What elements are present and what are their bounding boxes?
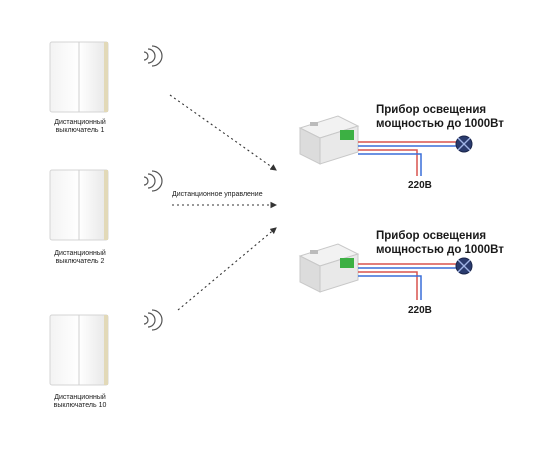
lamp-icon (455, 257, 473, 275)
lamp-icon (455, 135, 473, 153)
load-1-title-line2: мощностью до 1000Вт (376, 118, 504, 130)
load-2-voltage: 220В (408, 305, 432, 316)
switch-2-label: Дистанционный выключатель 2 (40, 250, 120, 266)
load-1-title: Прибор освещения мощностью до 1000Вт (376, 103, 504, 131)
wireless-signal-icon (143, 45, 163, 67)
relay-module-icon (298, 115, 360, 165)
switch-1-label-line1: Дистанционный (54, 119, 106, 126)
switch-10-label-line1: Дистанционный (54, 394, 106, 401)
load-1-voltage: 220В (408, 180, 432, 191)
load-1-title-line1: Прибор освещения (376, 104, 487, 116)
load-2-title-line1: Прибор освещения (376, 230, 487, 242)
switch-1-label-line2: выключатель 1 (55, 127, 105, 134)
remote-control-label: Дистанционное управление (172, 191, 263, 198)
switch-1 (49, 41, 109, 113)
switch-1-label: Дистанционный выключатель 1 (40, 119, 120, 135)
wires-1 (358, 141, 456, 176)
switch-10-label: Дистанционный выключатель 10 (40, 394, 120, 410)
wireless-signal-icon (143, 170, 163, 192)
load-2-title-line2: мощностью до 1000Вт (376, 244, 504, 256)
wires-2 (358, 263, 456, 300)
switch-2 (49, 169, 109, 241)
signal-arrows (169, 94, 278, 311)
load-2-title: Прибор освещения мощностью до 1000Вт (376, 229, 504, 257)
wireless-signal-icon (143, 309, 163, 331)
switch-2-label-line2: выключатель 2 (55, 258, 105, 265)
relay-module-icon (298, 243, 360, 293)
switch-2-label-line1: Дистанционный (54, 250, 106, 257)
switch-10 (49, 314, 109, 386)
switch-10-label-line2: выключатель 10 (53, 402, 107, 409)
